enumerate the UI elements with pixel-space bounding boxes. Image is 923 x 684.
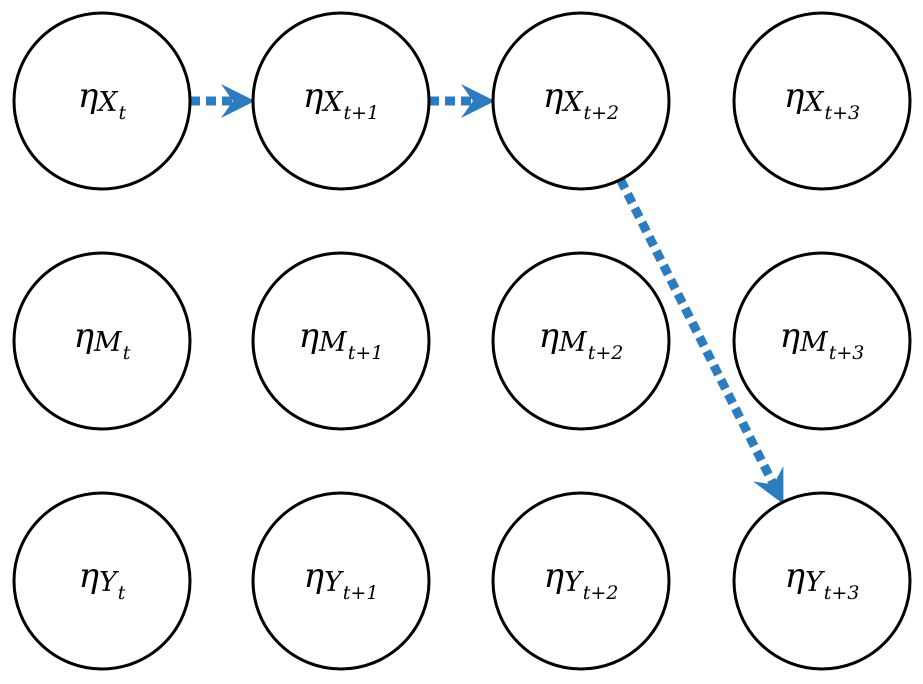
node-label: ηXt+3 xyxy=(784,76,860,124)
node-circle xyxy=(251,491,431,671)
eta-symbol: η xyxy=(784,76,805,116)
variable-letter: X xyxy=(96,87,119,118)
edge-x0-x1 xyxy=(190,84,255,118)
eta-symbol: η xyxy=(78,76,99,116)
variable-letter: Y xyxy=(564,567,584,598)
node-label: ηYt+3 xyxy=(785,556,860,604)
node-circle xyxy=(491,491,671,671)
variable-letter: X xyxy=(561,87,584,118)
variable-letter: X xyxy=(321,87,344,118)
node-x-2: ηXt+2 xyxy=(491,11,671,191)
node-x-0: ηXt xyxy=(12,11,192,191)
time-subscript: t+1 xyxy=(343,102,379,124)
node-m-0: ηMt xyxy=(12,251,192,431)
eta-symbol: η xyxy=(79,556,100,596)
eta-symbol: η xyxy=(785,556,806,596)
node-m-2: ηMt+2 xyxy=(491,251,671,431)
time-subscript: t+2 xyxy=(583,102,619,124)
node-label: ηMt xyxy=(74,316,131,364)
eta-symbol: η xyxy=(299,316,320,356)
node-label: ηXt+2 xyxy=(543,76,619,124)
node-y-2: ηYt+2 xyxy=(491,491,671,671)
node-label: ηYt xyxy=(79,556,126,604)
node-x-1: ηXt+1 xyxy=(251,11,431,191)
node-x-3: ηXt+3 xyxy=(732,11,912,191)
arrowhead xyxy=(221,84,255,118)
variable-letter: M xyxy=(318,327,348,358)
variable-letter: M xyxy=(93,327,123,358)
time-subscript: t+3 xyxy=(829,342,865,364)
node-circle xyxy=(251,11,431,191)
variable-letter: Y xyxy=(805,567,825,598)
eta-symbol: η xyxy=(304,556,325,596)
node-label: ηMt+2 xyxy=(539,316,624,364)
time-subscript: t+3 xyxy=(824,102,860,124)
variable-letter: Y xyxy=(99,567,119,598)
arrowhead xyxy=(461,84,495,118)
node-circle xyxy=(491,251,671,431)
eta-symbol: η xyxy=(539,316,560,356)
node-circle xyxy=(732,11,912,191)
node-circle xyxy=(732,251,912,431)
node-y-0: ηYt xyxy=(12,491,192,671)
node-label: ηMt+3 xyxy=(780,316,865,364)
variable-letter: M xyxy=(799,327,829,358)
time-subscript: t+2 xyxy=(583,582,619,604)
arrowhead xyxy=(752,466,784,505)
node-label: ηMt+1 xyxy=(299,316,384,364)
time-subscript: t+3 xyxy=(824,582,860,604)
node-label: ηYt+1 xyxy=(304,556,379,604)
eta-symbol: η xyxy=(74,316,95,356)
variable-letter: M xyxy=(558,327,588,358)
node-label: ηXt+1 xyxy=(303,76,379,124)
eta-symbol: η xyxy=(303,76,324,116)
node-label: ηXt xyxy=(78,76,127,124)
node-circle xyxy=(491,11,671,191)
node-y-1: ηYt+1 xyxy=(251,491,431,671)
edge-layer xyxy=(190,84,784,505)
time-subscript: t xyxy=(118,582,126,604)
edge-x2-y3 xyxy=(616,177,784,505)
variable-letter: Y xyxy=(324,567,344,598)
node-circle xyxy=(12,251,192,431)
eta-symbol: η xyxy=(544,556,565,596)
time-subscript: t+2 xyxy=(588,342,624,364)
node-m-1: ηMt+1 xyxy=(251,251,431,431)
node-circle xyxy=(12,491,192,671)
node-m-3: ηMt+3 xyxy=(732,251,912,431)
edge-x1-x2 xyxy=(429,84,495,118)
variable-letter: X xyxy=(802,87,825,118)
eta-symbol: η xyxy=(780,316,801,356)
node-circle xyxy=(732,491,912,671)
node-circle xyxy=(251,251,431,431)
eta-symbol: η xyxy=(543,76,564,116)
node-label: ηYt+2 xyxy=(544,556,619,604)
time-subscript: t+1 xyxy=(348,342,384,364)
node-circle xyxy=(12,11,192,191)
time-subscript: t+1 xyxy=(343,582,379,604)
time-subscript: t xyxy=(123,342,131,364)
edge-line xyxy=(616,177,778,487)
node-y-3: ηYt+3 xyxy=(732,491,912,671)
time-subscript: t xyxy=(118,102,126,124)
